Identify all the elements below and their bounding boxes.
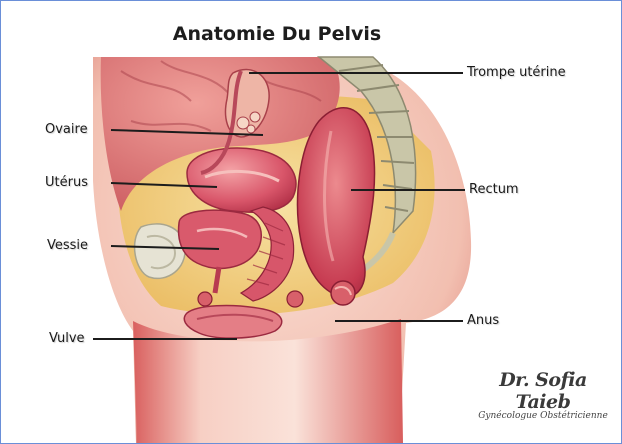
signature-subtitle: Gynécologue Obstétricienne [473,411,613,421]
pubic-bone [135,224,186,278]
bladder-organ [179,210,262,268]
label-anus: Anus [467,313,499,328]
signature: Dr. Sofia Taieb Gynécologue Obstétricien… [473,369,613,421]
diagram-title: Anatomie Du Pelvis [1,23,553,45]
signature-name: Dr. Sofia Taieb [473,369,613,413]
label-ovaire: Ovaire [45,122,88,137]
label-vessie: Vessie [47,238,88,253]
label-trompe: Trompe utérine [467,65,566,80]
vulva-organ [184,306,281,339]
label-uterus: Utérus [45,175,88,190]
label-vulve: Vulve [49,331,85,346]
label-rectum: Rectum [469,182,519,197]
